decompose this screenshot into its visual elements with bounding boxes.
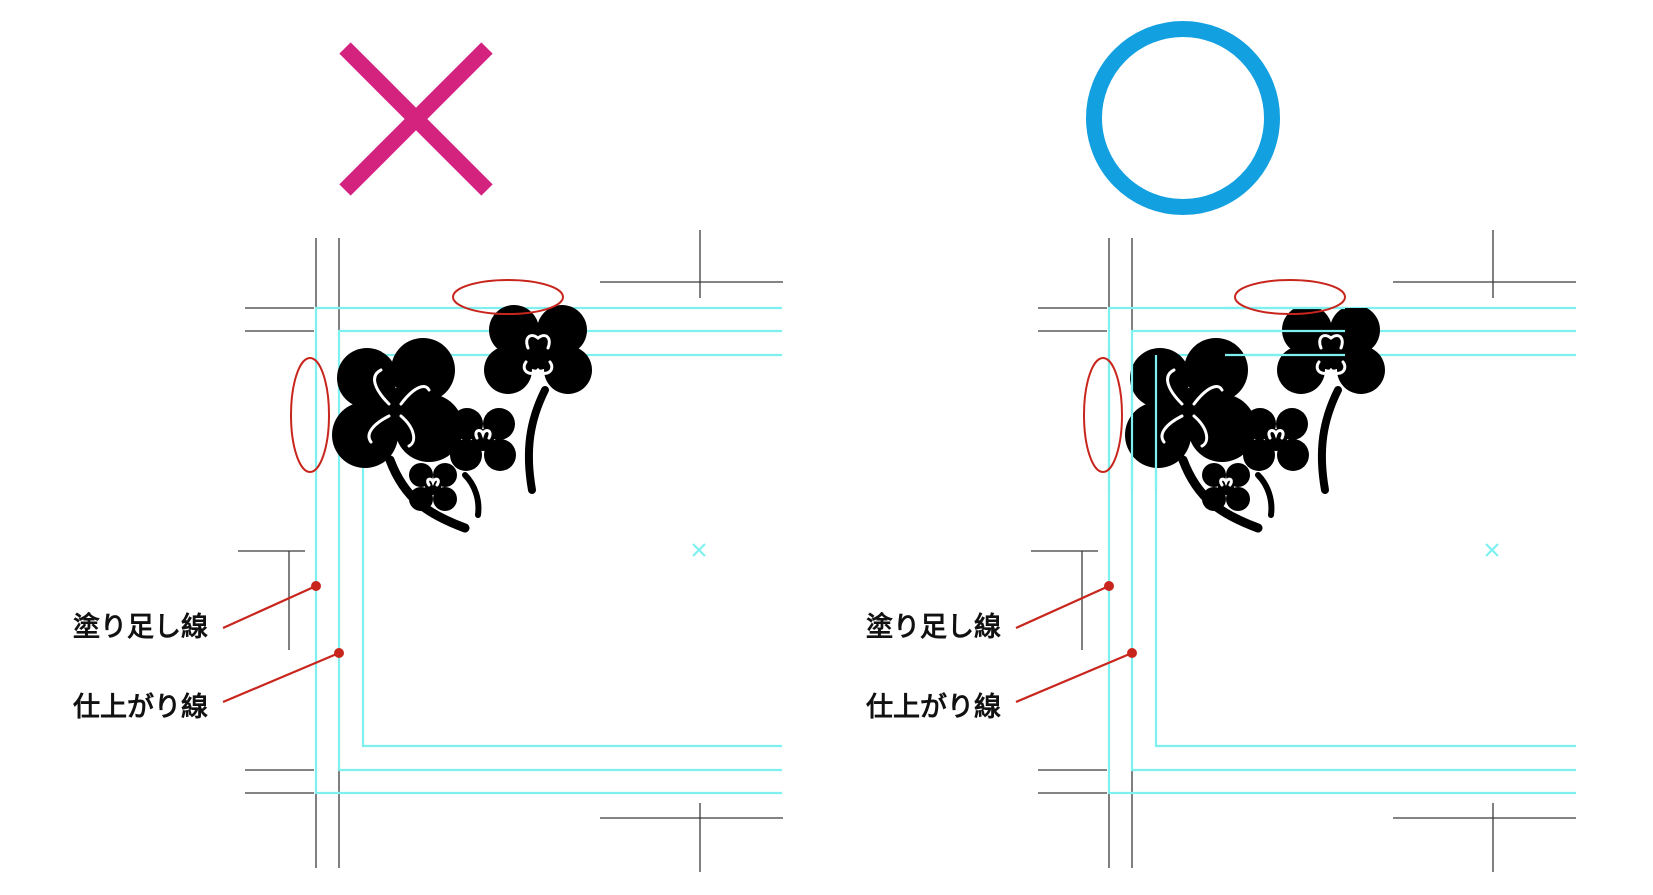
clover-artwork — [1125, 305, 1385, 528]
highlight-ring-top — [1234, 279, 1346, 315]
bleed-leader — [1015, 584, 1110, 630]
trim-line-label: 仕上がり線 — [72, 691, 208, 723]
trim-line-label: 仕上がり線 — [865, 691, 1001, 723]
highlight-ring-top — [452, 279, 564, 315]
bleed-leader — [222, 584, 317, 630]
bleed-line-label: 塗り足し線 — [73, 611, 208, 643]
bleed-line-label: 塗り足し線 — [866, 611, 1001, 643]
highlight-ring-left — [1083, 357, 1123, 473]
guide-lines-overlay — [1107, 306, 1345, 490]
center-cross-icon — [1485, 543, 1499, 557]
clover-artwork — [332, 305, 592, 528]
highlight-ring-left — [290, 357, 330, 473]
trim-leader — [1015, 651, 1133, 704]
trim-leader — [222, 651, 340, 704]
panel-good: 塗り足し線 仕上がり線 — [865, 21, 1576, 872]
cross-mark — [339, 42, 493, 196]
panel-bad: 塗り足し線 仕上がり線 — [72, 42, 783, 872]
circle-mark — [1086, 21, 1280, 215]
cut-mask-left — [300, 350, 316, 480]
center-cross-icon — [692, 543, 706, 557]
